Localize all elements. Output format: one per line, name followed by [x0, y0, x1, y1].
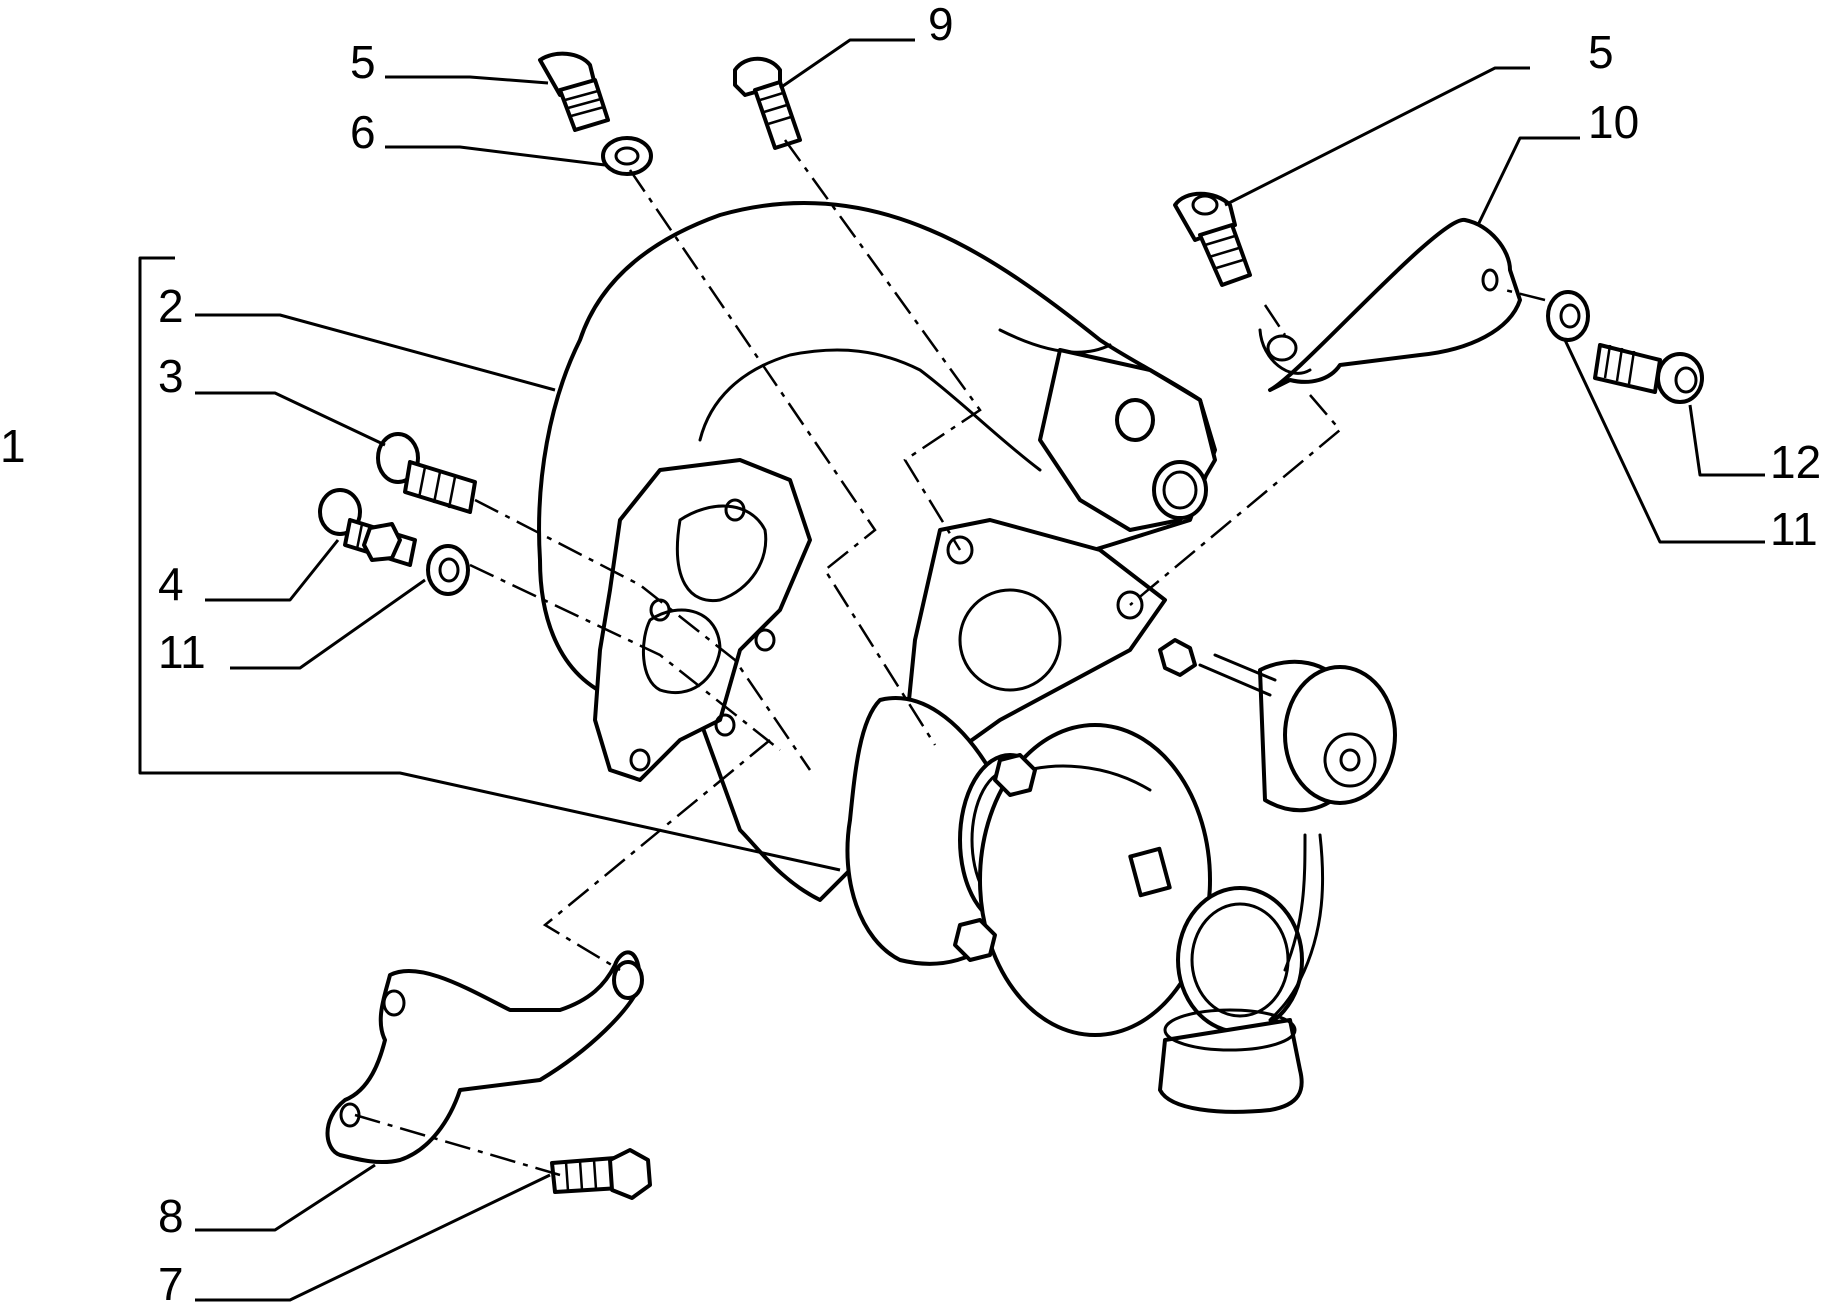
callout-12: 12 — [1770, 436, 1821, 488]
bolt-part-3 — [376, 432, 477, 514]
washer-part-6 — [601, 136, 653, 176]
bolt-part-5-right — [1173, 191, 1252, 287]
callout-9: 9 — [928, 0, 954, 50]
callout-11-left: 11 — [158, 626, 206, 678]
wastegate-actuator — [1158, 638, 1397, 1022]
washer-part-11-right — [1546, 290, 1590, 342]
callout-7: 7 — [158, 1258, 184, 1303]
callout-6: 6 — [350, 106, 376, 158]
bolt-part-5-left — [538, 51, 610, 132]
support-bracket-10 — [1258, 218, 1522, 392]
callout-5-right: 5 — [1588, 26, 1614, 78]
callout-4: 4 — [158, 558, 184, 610]
callout-5-left: 5 — [350, 36, 376, 88]
washer-part-11-left — [426, 544, 470, 596]
support-bracket-8 — [325, 950, 644, 1165]
stud-part-4 — [318, 488, 417, 567]
manifold-gasket — [593, 458, 812, 782]
turbocharger — [845, 696, 1304, 1114]
bolt-part-9 — [733, 56, 802, 150]
group-1-bracket — [138, 256, 841, 872]
callout-11-right: 11 — [1770, 503, 1818, 555]
callout-1: 1 — [0, 420, 26, 472]
callout-3: 3 — [158, 350, 184, 402]
callout-8: 8 — [158, 1190, 184, 1242]
leader-lines — [195, 38, 1765, 1302]
assembly-lines — [354, 139, 1546, 1177]
callout-2: 2 — [158, 280, 184, 332]
callout-10: 10 — [1588, 96, 1639, 148]
bolt-part-12 — [1593, 343, 1704, 404]
bolt-part-7 — [550, 1148, 652, 1200]
turbo-flange — [903, 518, 1167, 772]
